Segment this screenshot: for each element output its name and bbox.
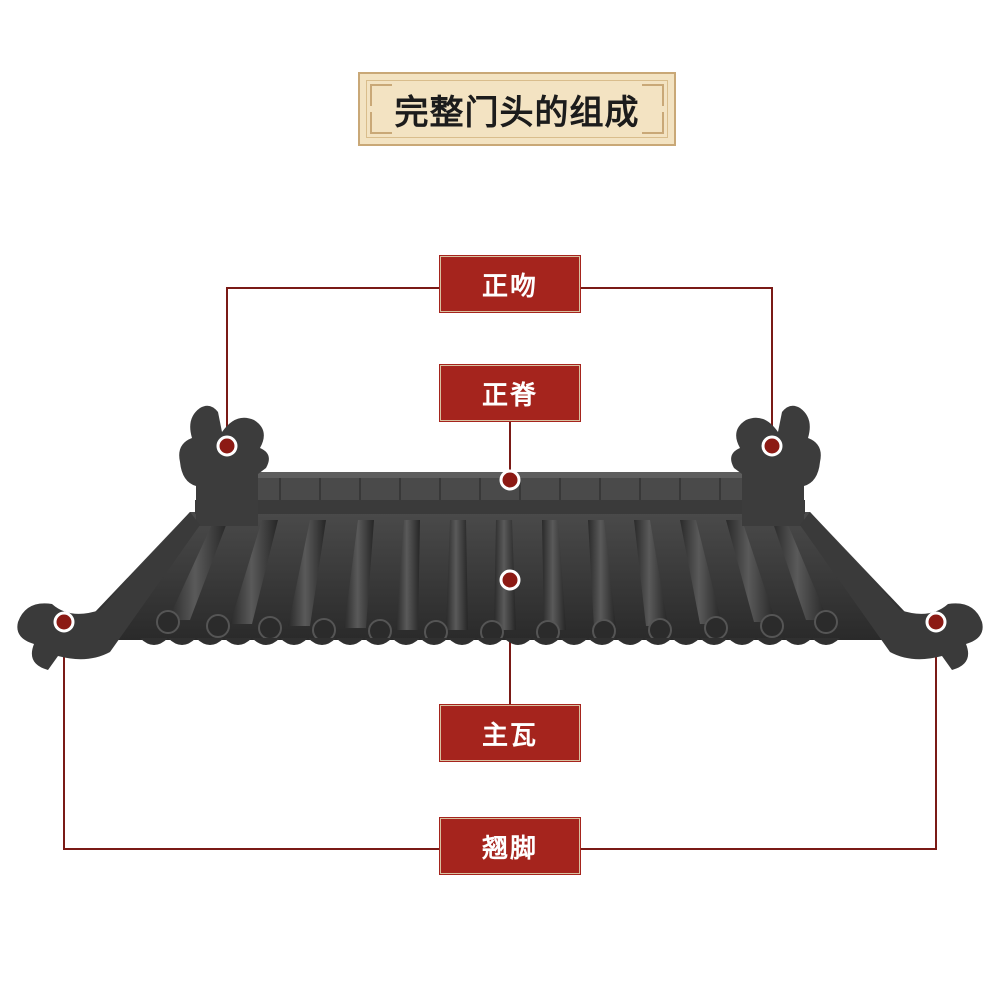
label-qiaojiao: 翘脚	[439, 817, 581, 875]
leader-line-qiaojiao-left	[63, 622, 440, 850]
label-zhengji: 正脊	[439, 364, 581, 422]
marker-dots	[53, 435, 947, 633]
page-title: 完整门头的组成	[394, 92, 640, 133]
leader-line-zhengwen-right	[580, 287, 773, 446]
fret-ornament	[370, 112, 392, 134]
marker-qiaojiao-left	[53, 611, 75, 633]
label-zhengwen: 正吻	[439, 255, 581, 313]
marker-zhuwa	[499, 569, 521, 591]
roof	[17, 405, 983, 670]
fret-ornament	[370, 84, 392, 106]
marker-zhengwen-right	[761, 435, 783, 457]
ridge-bricks	[279, 478, 721, 500]
ridge-ornament-left	[179, 405, 269, 526]
drip-edge	[140, 638, 840, 645]
marker-zhengji	[499, 469, 521, 491]
fret-ornament	[642, 112, 664, 134]
title-plaque: 完整门头的组成	[358, 72, 676, 146]
leader-line-zhengwen-left	[226, 287, 440, 446]
eave-tile-ends	[156, 610, 838, 644]
marker-zhengwen-left	[216, 435, 238, 457]
marker-qiaojiao-right	[925, 611, 947, 633]
plaque-inner-border	[366, 80, 668, 138]
fret-ornament	[642, 84, 664, 106]
leader-line-qiaojiao-right	[580, 622, 937, 850]
label-zhuwa: 主瓦	[439, 704, 581, 762]
leader-lines	[63, 287, 937, 850]
tile-tubes	[168, 520, 828, 630]
ridge-ornament-right	[731, 405, 821, 526]
